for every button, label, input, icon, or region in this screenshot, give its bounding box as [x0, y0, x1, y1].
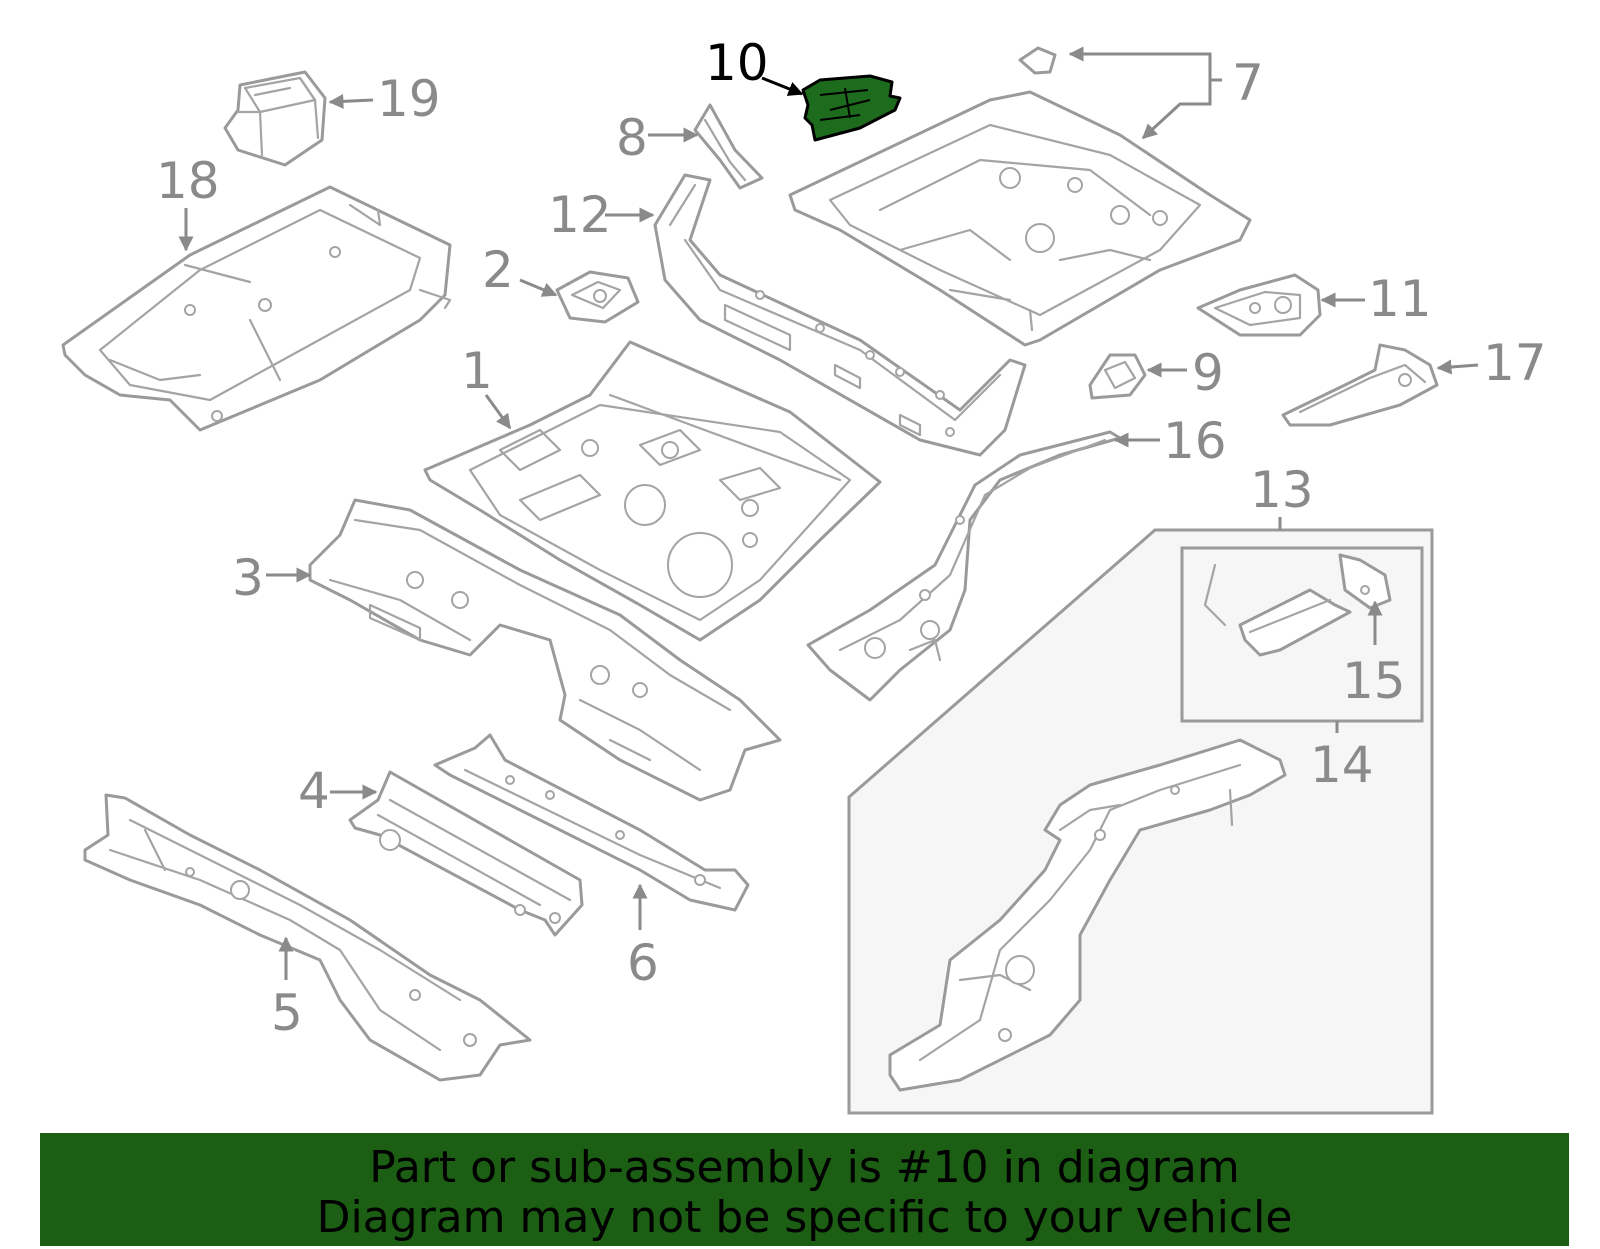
callout-14: 14	[1310, 736, 1374, 794]
callout-12: 12	[548, 186, 612, 244]
callout-19: 19	[377, 70, 441, 128]
banner-line-1: Part or sub-assembly is #10 in diagram	[369, 1142, 1240, 1193]
leader-lines	[178, 46, 1479, 980]
part-11[interactable]	[1196, 273, 1322, 337]
callout-4: 4	[298, 762, 330, 820]
callout-3: 3	[232, 549, 264, 607]
part-7[interactable]	[788, 46, 1252, 347]
callout-labels: 1 2 3 4 5 6 7 8 9 10 11 12 13 14 15 16 1…	[156, 34, 1547, 1042]
part-19[interactable]	[223, 70, 327, 167]
callout-18: 18	[156, 152, 220, 210]
callout-17: 17	[1483, 334, 1547, 392]
part-18[interactable]	[61, 185, 452, 432]
part-9[interactable]	[1088, 353, 1147, 400]
part-14[interactable]	[888, 738, 1287, 1092]
callout-5: 5	[271, 984, 303, 1042]
part-1[interactable]	[423, 340, 882, 642]
callout-10-highlighted: 10	[705, 34, 769, 92]
callout-7: 7	[1232, 54, 1264, 112]
part-2[interactable]	[555, 270, 640, 324]
part-5[interactable]	[83, 793, 532, 1082]
part-8[interactable]	[693, 103, 764, 190]
part-3[interactable]	[308, 498, 782, 802]
banner-line-2: Diagram may not be specific to your vehi…	[316, 1192, 1293, 1243]
callout-16: 16	[1163, 412, 1227, 470]
info-banner: Part or sub-assembly is #10 in diagram D…	[40, 1133, 1569, 1246]
part-6[interactable]	[433, 733, 750, 912]
callout-6: 6	[627, 934, 659, 992]
callout-8: 8	[616, 109, 648, 167]
part-4[interactable]	[348, 770, 584, 937]
part-13-pieces[interactable]	[1203, 553, 1392, 657]
part-16[interactable]	[806, 430, 1122, 702]
part-10-highlighted[interactable]	[801, 74, 902, 142]
part-12[interactable]	[653, 173, 1027, 457]
parts-diagram: 1 2 3 4 5 6 7 8 9 10 11 12 13 14 15 16 1…	[61, 34, 1547, 1115]
callout-2: 2	[482, 241, 514, 299]
callout-11: 11	[1368, 270, 1432, 328]
callout-15: 15	[1342, 652, 1406, 710]
callout-13: 13	[1250, 461, 1314, 519]
part-17[interactable]	[1281, 343, 1439, 427]
callout-9: 9	[1192, 344, 1224, 402]
callout-1: 1	[461, 342, 493, 400]
